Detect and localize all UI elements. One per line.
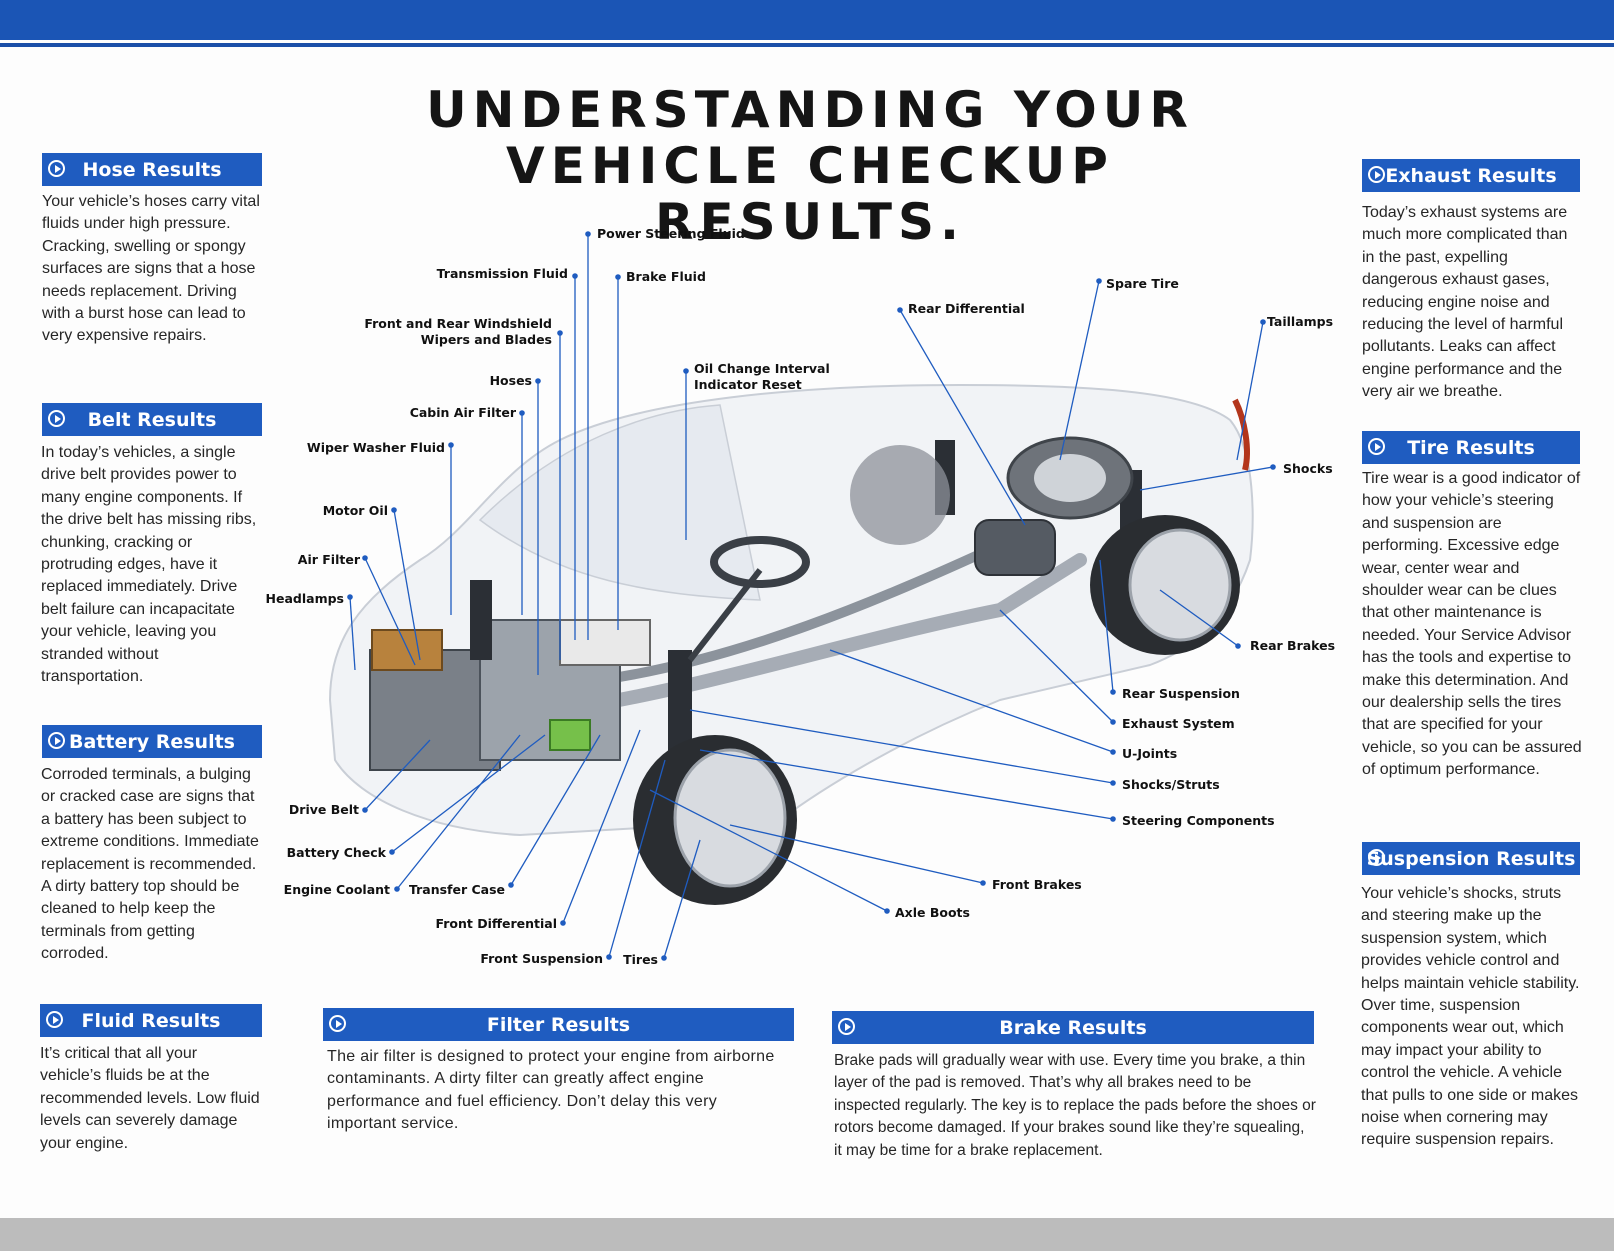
label-transmission-fluid: Transmission Fluid [436,266,568,281]
label-spare-tire: Spare Tire [1106,276,1179,291]
play-circle-icon [1368,849,1385,866]
hose-results-title: Hose Results [82,158,222,181]
battery-results-title: Battery Results [69,730,235,753]
label-windshield-wipers-line-1: Front and Rear Windshield [364,316,552,331]
suspension-results-header: Suspension Results [1362,842,1580,875]
driveshaft [595,540,1005,685]
spare-tire-rim [1034,454,1106,502]
play-circle-icon [1368,438,1385,455]
label-air-filter: Air Filter [297,552,360,567]
hose-results-text: Your vehicle’s hoses carry vital fluids … [42,193,260,345]
steering-column [687,568,763,662]
label-drive-belt: Drive Belt [288,802,359,817]
label-power-steering-fluid: Power Steering Fluid [597,226,745,241]
tire-results-header: Tire Results [1362,431,1580,464]
belt-results-title: Belt Results [87,408,217,431]
steering-wheel [710,536,810,588]
leader-lines [349,234,1274,959]
play-circle-icon [1368,166,1385,183]
front-wheel-rim [673,748,787,888]
label-brake-fluid: Brake Fluid [626,269,706,284]
play-circle-icon [48,410,65,427]
belt-results-text: In today’s vehicles, a single drive belt… [41,444,257,686]
tire-results-text: Tire wear is a good indicator of how you… [1362,470,1582,779]
rear-wheel-rim [1128,528,1232,642]
label-front-differential: Front Differential [435,916,557,931]
label-wiper-washer-fluid: Wiper Washer Fluid [306,440,445,455]
filter-results-header: Filter Results [323,1008,794,1041]
battery [549,719,591,751]
rear-left-wheel [850,445,950,545]
label-hoses: Hoses [489,373,532,388]
fluid-results-title: Fluid Results [81,1009,221,1032]
exhaust-results-text: Today’s exhaust systems are much more co… [1362,204,1568,401]
label-oil-change-line-1: Oil Change Interval [694,361,830,376]
label-headlamps: Headlamps [265,591,344,606]
label-steering-components: Steering Components [1122,813,1275,828]
page-title: UNDERSTANDING YOUR VEHICLE CHECKUP RESUL… [380,82,1240,250]
label-transfer-case: Transfer Case [408,882,505,897]
leader-dots [347,231,1276,961]
label-engine-coolant: Engine Coolant [283,882,390,897]
label-shocks: Shocks [1283,461,1333,476]
suspension-results-text: Your vehicle’s shocks, struts and steeri… [1361,885,1580,1149]
label-battery-check: Battery Check [286,845,386,860]
play-circle-icon [838,1018,855,1035]
exhaust-results-title: Exhaust Results [1385,164,1557,187]
bottom-color-band [0,1218,1614,1251]
filter-results-title: Filter Results [486,1013,631,1036]
suspension-results-title: Suspension Results [1366,847,1576,870]
exhaust-pipe [553,553,1087,717]
label-rear-brakes: Rear Brakes [1250,638,1336,653]
taillamp [1232,398,1250,471]
belt-results-header: Belt Results [42,403,262,436]
label-front-suspension: Front Suspension [480,951,603,966]
page-title-line-2: VEHICLE CHECKUP RESULTS. [506,137,1114,251]
page-title-line-1: UNDERSTANDING YOUR [426,81,1194,139]
filter-results-text: The air filter is designed to protect yo… [327,1048,775,1133]
tire-results-title: Tire Results [1407,436,1535,459]
play-circle-icon [48,732,65,749]
windshield [478,404,761,601]
label-rear-differential: Rear Differential [908,301,1025,316]
top-color-band [0,0,1614,40]
label-front-brakes: Front Brakes [992,877,1082,892]
label-windshield-wipers-line-2: Wipers and Blades [420,332,552,347]
label-shocks-struts: Shocks/Struts [1122,777,1220,792]
battery-results-header: Battery Results [42,725,262,758]
label-taillamps: Taillamps [1267,314,1334,329]
front-left-spring [470,580,492,660]
battery-results-text: Corroded terminals, a bulging or cracked… [41,766,259,963]
brake-results-title: Brake Results [999,1016,1147,1039]
fluid-results-text: It’s critical that all your vehicle’s fl… [40,1045,260,1152]
label-cabin-air-filter: Cabin Air Filter [409,405,516,420]
play-circle-icon [46,1011,63,1028]
hose-results-header: Hose Results [42,153,262,186]
label-rear-suspension: Rear Suspension [1122,686,1240,701]
label-oil-change-line-2: Indicator Reset [694,377,802,392]
air-filter-box [371,629,443,671]
label-motor-oil: Motor Oil [322,503,388,518]
rear-differential [974,519,1056,576]
top-rule [0,43,1614,47]
play-circle-icon [329,1015,346,1032]
fluid-results-header: Fluid Results [40,1004,262,1037]
label-tires: Tires [623,952,658,967]
label-exhaust-system: Exhaust System [1122,716,1235,731]
exhaust-results-header: Exhaust Results [1362,159,1580,192]
play-circle-icon [48,160,65,177]
fluid-reservoirs [559,619,651,666]
brake-results-header: Brake Results [832,1011,1314,1044]
label-axle-boots: Axle Boots [895,905,970,920]
brake-results-text: Brake pads will gradually wear with use.… [834,1052,1316,1159]
label-u-joints: U-Joints [1122,746,1178,761]
